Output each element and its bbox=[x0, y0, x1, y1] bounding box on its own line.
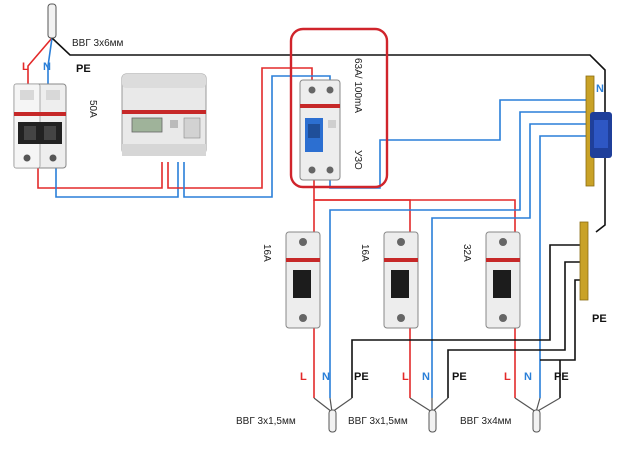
rcd-to-nbus-neutral bbox=[329, 99, 590, 189]
meter-to-rcd-neutral bbox=[183, 75, 331, 198]
output-2-pe: PE bbox=[452, 371, 467, 383]
n-out-1 bbox=[329, 111, 590, 398]
neutral-bus: N bbox=[585, 75, 612, 187]
rcd-type: УЗО bbox=[352, 150, 363, 170]
pe-out-1 bbox=[351, 244, 582, 398]
output-1-pe: PE bbox=[354, 371, 369, 383]
input-pe-label: PE bbox=[76, 63, 91, 75]
output-3-cable: ВВГ 3х4мм bbox=[460, 416, 512, 427]
output-2: L N PE ВВГ 3х1,5мм bbox=[348, 371, 467, 433]
breaker-to-meter-phase bbox=[37, 162, 163, 189]
breaker-3-rating: 32А bbox=[461, 244, 472, 262]
ground-bus-label: PE bbox=[592, 313, 607, 325]
ground-bus: PE bbox=[579, 221, 607, 325]
breaker-2-rating: 16А bbox=[359, 244, 370, 262]
rcd-rating: 63A/ 100mA bbox=[352, 58, 363, 113]
rcd-phase-bus bbox=[313, 180, 516, 232]
input-cable: ВВГ 3х6мм L N PE bbox=[22, 3, 124, 75]
rcd-highlight-frame bbox=[289, 27, 389, 189]
main-breaker-rating: 50А bbox=[87, 100, 98, 118]
pe-out-2 bbox=[447, 261, 582, 398]
output-2-l: L bbox=[402, 371, 409, 383]
output-1: L N PE ВВГ 3х1,5мм bbox=[236, 371, 369, 433]
output-2-n: N bbox=[422, 371, 430, 383]
output-1-n: N bbox=[322, 371, 330, 383]
input-l-label: L bbox=[22, 61, 29, 73]
breaker-3: 32А bbox=[461, 231, 521, 329]
meter-to-rcd-phase bbox=[167, 67, 313, 189]
output-3-pe: PE bbox=[554, 371, 569, 383]
main-breaker: 50А bbox=[13, 83, 98, 169]
output-1-cable: ВВГ 3х1,5мм bbox=[236, 416, 296, 427]
output-3-n: N bbox=[524, 371, 532, 383]
pe-out-3 bbox=[540, 279, 582, 361]
breaker-2: 16А bbox=[359, 231, 419, 329]
input-neutral-wire bbox=[47, 37, 53, 84]
n-out-2 bbox=[431, 123, 590, 398]
input-n-label: N bbox=[43, 61, 51, 73]
breaker-1-rating: 16А bbox=[261, 244, 272, 262]
output-1-l: L bbox=[300, 371, 307, 383]
input-cable-label: ВВГ 3х6мм bbox=[72, 38, 124, 49]
phase-to-b2 bbox=[314, 199, 411, 232]
n-out-3 bbox=[539, 135, 590, 398]
input-phase-wire bbox=[27, 37, 53, 84]
energy-meter bbox=[121, 73, 207, 156]
output-3-l: L bbox=[504, 371, 511, 383]
output-3: L N PE ВВГ 3х4мм bbox=[460, 371, 569, 433]
neutral-bus-label: N bbox=[596, 83, 604, 95]
input-pe-wire bbox=[51, 37, 606, 233]
rcd: 63A/ 100mA УЗО bbox=[289, 27, 389, 189]
breaker-to-meter-neutral bbox=[55, 162, 179, 198]
output-2-cable: ВВГ 3х1,5мм bbox=[348, 416, 408, 427]
wires bbox=[27, 37, 606, 398]
breaker-1: 16А bbox=[261, 231, 321, 329]
